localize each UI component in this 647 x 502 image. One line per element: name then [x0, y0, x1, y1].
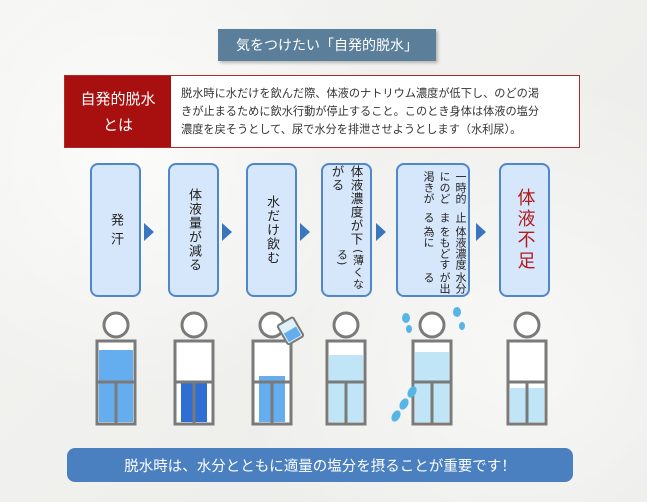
step-fluid-shortage: 体液不足 [499, 163, 550, 297]
step-fluid-shortage-label: 体液不足 [514, 188, 536, 272]
figure-diluted-icon [325, 311, 367, 426]
bottom-message-bar: 脱水時は、水分とともに適量の塩分を摂ることが重要です！ [67, 448, 573, 482]
definition-text-line3: 濃度を戻そうとして、尿で水分を排泄させようとします（水利尿）。 [181, 123, 522, 136]
step-sweating: 発 汗 [90, 163, 141, 297]
arrow-right-icon [222, 223, 232, 241]
step-thirst-stops-col4: 水分が出る [422, 272, 467, 295]
step-thirst-stops-cols: 一時的にのど渇きが 止まる 体液濃度をもどす為に 水分が出る [420, 171, 468, 295]
step-thirst-stops: 一時的にのど渇きが 止まる 体液濃度をもどす為に 水分が出る [396, 163, 470, 297]
step-concentration-drop-label: 体液濃度が下がる [329, 165, 364, 246]
step-concentration-drop-cols: 体液濃度が下がる (薄くなる) [328, 165, 366, 295]
definition-text-line2: きが止まるために飲水行動が停止すること。このとき身体は体液の塩分 [181, 105, 540, 118]
figure-reduced-icon [173, 311, 215, 426]
definition-box: 自発的脱水 とは 脱水時に水だけを飲んだ際、体液のナトリウム濃度が低下し、のどの… [64, 75, 580, 148]
arrow-right-icon [476, 223, 486, 241]
step-concentration-drop: 体液濃度が下がる (薄くなる) [321, 163, 372, 297]
step-drink-water-label: 水だけ飲む [264, 195, 279, 265]
arrow-right-icon [376, 223, 386, 241]
title-text: 気をつけたい「自発的脱水」 [236, 38, 418, 54]
figure-shortage-icon [506, 311, 548, 426]
figure-normal-icon [95, 311, 137, 426]
bottom-message-text: 脱水時は、水分とともに適量の塩分を摂ることが重要です！ [124, 458, 516, 475]
step-concentration-drop-sub: (薄くなる) [335, 249, 365, 291]
step-thirst-stops-col2: 止まる [422, 212, 467, 224]
arrow-right-icon [144, 223, 154, 241]
urine-drops-icon [391, 386, 417, 422]
sweat-drops-icon [402, 307, 465, 333]
title-banner: 気をつけたい「自発的脱水」 [218, 29, 436, 61]
definition-text: 脱水時に水だけを飲んだ際、体液のナトリウム濃度が低下し、のどの渇 きが止まるため… [171, 76, 579, 147]
step-fluid-decrease: 体液量が減る [168, 163, 219, 297]
figure-urinating-icon [391, 307, 465, 426]
definition-label-line2: とは [102, 115, 133, 134]
cup-icon [276, 316, 305, 346]
definition-text-line1: 脱水時に水だけを飲んだ際、体液のナトリウム濃度が低下し、のどの渇 [181, 87, 540, 100]
figure-drinking-icon [251, 311, 305, 426]
step-sweating-label: 発 汗 [108, 213, 123, 247]
step-thirst-stops-col3: 体液濃度をもどす為に [422, 226, 467, 271]
step-fluid-decrease-label: 体液量が減る [186, 188, 201, 272]
definition-label: 自発的脱水 とは [65, 76, 171, 147]
step-drink-water: 水だけ飲む [246, 163, 297, 297]
step-thirst-stops-col1: 一時的にのど渇きが [422, 171, 467, 204]
definition-label-line1: 自発的脱水 [80, 89, 156, 108]
arrow-right-icon [300, 223, 310, 241]
